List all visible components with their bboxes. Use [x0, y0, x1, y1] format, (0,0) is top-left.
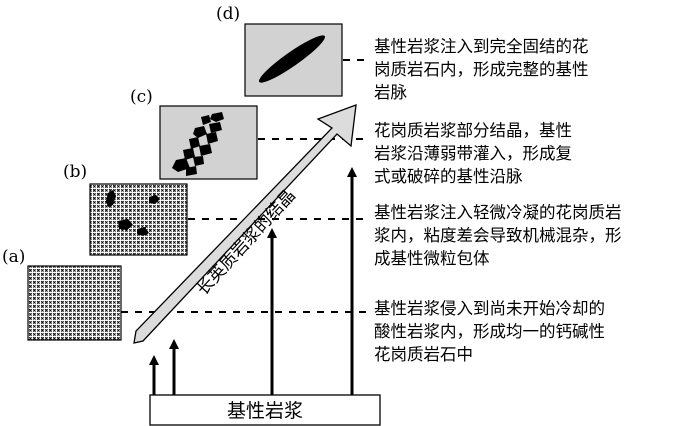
descriptions: 基性岩浆注入到完全固结的花 岗质岩石内，形成完整的基性 岩脉 花岗质岩浆部分结晶… — [374, 37, 622, 364]
panel-d-label: (d) — [216, 4, 240, 24]
fragmented-dike — [172, 112, 224, 176]
panel-b-label: (b) — [63, 162, 87, 182]
panel-b-image — [89, 183, 188, 256]
description-d-line-1: 基性岩浆注入到完全固结的花 — [374, 37, 589, 56]
mafic-enclaves — [106, 190, 160, 236]
leader-lines — [121, 59, 370, 313]
panel-c-label: (c) — [130, 87, 153, 107]
description-a-line-1: 基性岩浆侵入到尚未开始冷却的 — [374, 299, 605, 318]
panel-a: (a) — [2, 247, 122, 341]
injection-arrows — [149, 167, 357, 395]
description-c-line-1: 花岗质岩浆部分结晶，基性 — [374, 121, 572, 140]
description-b-line-1: 基性岩浆注入轻微冷凝的花岗质岩 — [374, 203, 622, 222]
description-a-line-2: 酸性岩浆内，形成均一的钙碱性 — [374, 322, 605, 341]
description-d-line-2: 岗质岩石内，形成完整的基性 — [374, 60, 589, 79]
complete-dike — [258, 35, 326, 83]
panel-a-image — [27, 265, 122, 341]
mafic-magma-box: 基性岩浆 — [149, 394, 381, 426]
mafic-magma-label: 基性岩浆 — [227, 400, 303, 422]
description-b-line-2: 浆内，粘度差会导致机械混杂，形 — [374, 226, 622, 245]
description-b-line-3: 成基性微粒包体 — [374, 249, 490, 268]
panel-c: (c) — [130, 87, 258, 180]
wedge-label: 长英质岩浆的结晶 — [193, 186, 300, 300]
description-c-line-2: 岩浆沿薄弱带灌入，形成复 — [374, 144, 572, 163]
panel-a-label: (a) — [2, 247, 25, 267]
panel-d: (d) — [216, 4, 343, 97]
description-d-line-3: 岩脉 — [374, 83, 408, 102]
description-c-line-3: 式或破碎的基性沿脉 — [374, 167, 523, 186]
panel-b: (b) — [63, 162, 188, 256]
description-a-line-3: 花岗质岩石中 — [374, 345, 473, 364]
